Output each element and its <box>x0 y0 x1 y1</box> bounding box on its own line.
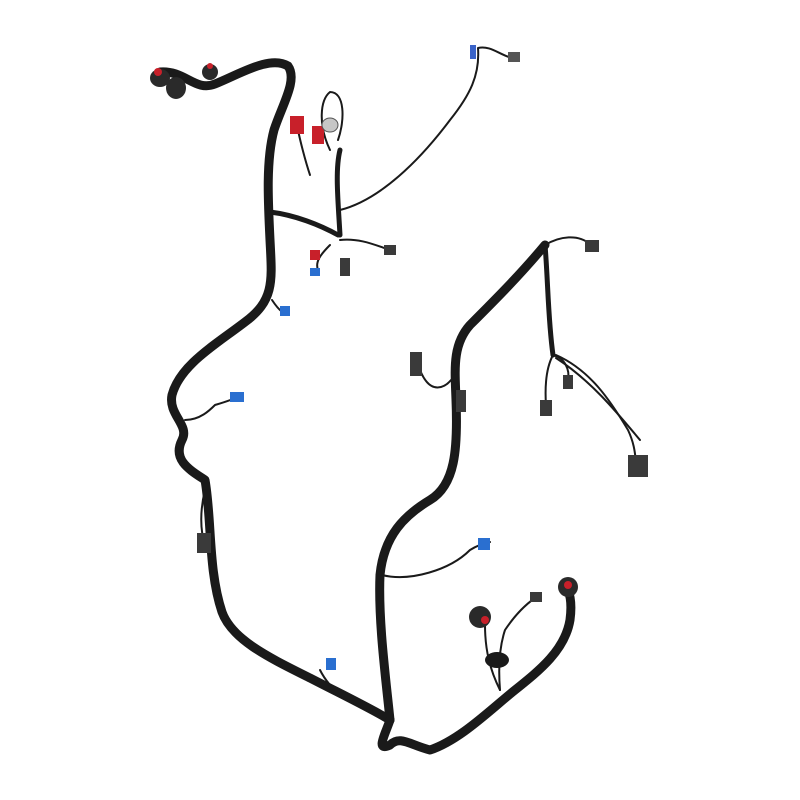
red-connector <box>310 250 320 260</box>
round-connector <box>202 64 218 80</box>
connector <box>410 352 422 376</box>
connector <box>340 258 350 276</box>
blue-connector <box>470 45 476 59</box>
connector <box>563 375 573 389</box>
main-trunk <box>155 58 576 755</box>
connector <box>197 533 211 553</box>
connector <box>384 245 396 255</box>
red-connector <box>312 126 324 144</box>
connector <box>530 592 542 602</box>
round-connector <box>469 606 491 628</box>
blue-connector <box>230 392 244 402</box>
connector <box>456 390 466 412</box>
blue-connector <box>280 306 290 316</box>
blue-connector <box>478 538 490 550</box>
connector <box>508 52 520 62</box>
connector <box>585 240 599 252</box>
connectors <box>150 45 648 670</box>
blue-connector <box>326 658 336 670</box>
round-connector <box>166 77 186 99</box>
red-connector <box>290 116 304 134</box>
connector <box>628 455 648 477</box>
connector <box>540 400 552 416</box>
grommet <box>485 652 509 668</box>
blue-connector <box>310 268 320 276</box>
round-connector <box>321 117 339 133</box>
